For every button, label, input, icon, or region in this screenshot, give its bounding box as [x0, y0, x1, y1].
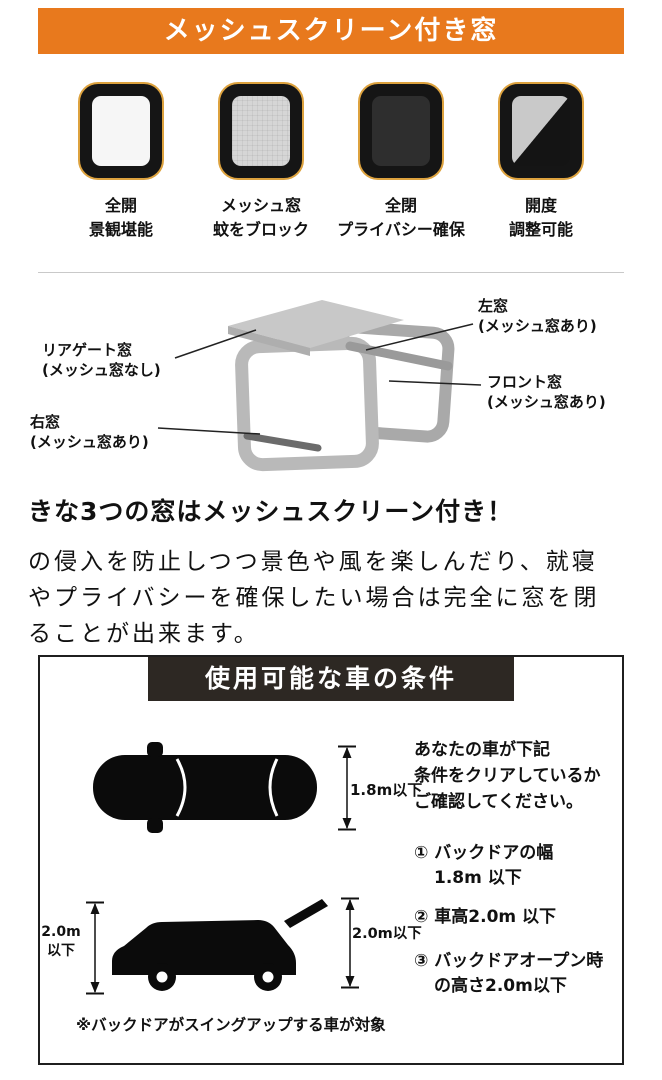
- window-mode-adjustable: 開度 調整可能: [482, 82, 600, 242]
- window-mode-label: 開度 調整可能: [508, 196, 573, 239]
- description-paragraph: きな3つの窓はメッシュスクリーン付き！ の侵入を防止しつつ景色や風を楽しんだり、…: [28, 492, 644, 652]
- car-conditions-box: 使用可能な車の条件 1.8m以下: [38, 655, 624, 1065]
- label-left-window: 左窓 (メッシュ窓あり): [478, 297, 597, 336]
- car-top-view-icon: [93, 742, 317, 833]
- dim-label-car-height: 2.0m 以下: [41, 924, 81, 959]
- window-adjustable-icon: [498, 82, 584, 180]
- label-rear-gate-window: リアゲート窓 (メッシュ窓なし): [42, 341, 161, 380]
- condition-item-2: ② 車高2.0m 以下: [414, 907, 557, 927]
- window-mode-label: 全閉 プライバシー確保: [337, 196, 465, 239]
- dim-label-backdoor-width: 1.8m以下: [350, 781, 423, 799]
- callout-lines: [157, 323, 482, 435]
- mesh-window-banner: メッシュスクリーン付き窓: [38, 8, 624, 54]
- window-mode-label: 全開 景観堪能: [88, 196, 153, 239]
- car-conditions-title: 使用可能な車の条件: [148, 657, 514, 701]
- window-open-icon: [78, 82, 164, 180]
- dimension-arrow-width: [338, 745, 356, 831]
- description-line: やプライバシーを確保したい場合は完全に窓を閉: [28, 585, 600, 611]
- dimension-arrow-open-height: [341, 897, 359, 989]
- window-mesh-icon: [218, 82, 304, 180]
- description-line: の侵入を防止しつつ景色や風を楽しんだり、就寝: [28, 549, 598, 575]
- condition-item-3: ③ バックドアオープン時 の高さ2.0m以下: [414, 951, 604, 996]
- car-side-view-icon: [112, 899, 328, 991]
- car-conditions-note: ※バックドアがスイングアップする車が対象: [76, 1016, 386, 1034]
- car-conditions-intro: あなたの車が下記 条件をクリアしているか ご確認してください。: [414, 740, 601, 812]
- window-mode-mesh: メッシュ窓 蚊をブロック: [202, 82, 320, 242]
- description-line: ることが出来ます。: [28, 621, 260, 647]
- tent-window-diagram: 左窓 (メッシュ窓あり) リアゲート窓 (メッシュ窓なし) フロント窓 (メッシ…: [0, 288, 662, 494]
- tent-illustration: [157, 300, 482, 472]
- label-right-window: 右窓 (メッシュ窓あり): [30, 413, 149, 452]
- dim-label-open-height: 2.0m以下: [352, 926, 422, 942]
- condition-item-1: ① バックドアの幅 1.8m 以下: [414, 843, 554, 888]
- label-front-window: フロント窓 (メッシュ窓あり): [487, 373, 606, 412]
- section-divider: [38, 272, 624, 273]
- description-headline: きな3つの窓はメッシュスクリーン付き！: [28, 497, 514, 526]
- window-mode-label: メッシュ窓 蚊をブロック: [212, 196, 309, 239]
- window-mode-open: 全開 景観堪能: [62, 82, 180, 242]
- window-mode-closed: 全閉 プライバシー確保: [337, 82, 465, 242]
- dimension-arrow-height: [86, 901, 104, 995]
- window-mode-row: 全開 景観堪能 メッシュ窓 蚊をブロック 全閉 プライバシー確保: [0, 82, 662, 242]
- window-closed-icon: [358, 82, 444, 180]
